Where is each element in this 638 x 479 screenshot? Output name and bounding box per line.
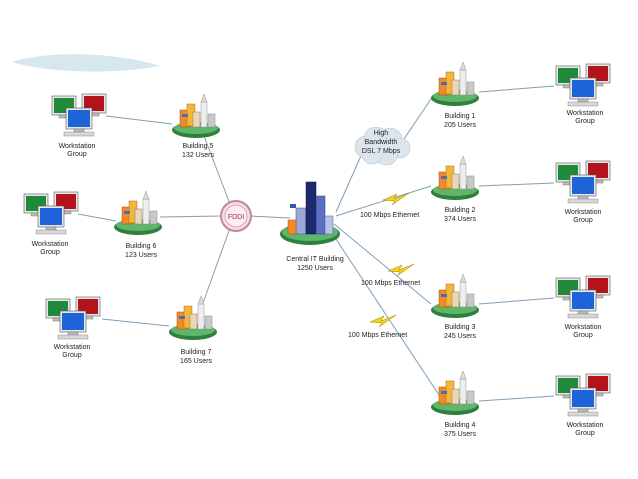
building-4-users: 375 Users	[444, 431, 476, 438]
ethernet-label-3: 100 Mbps Ethernet	[348, 332, 408, 339]
cloud-label-line1: High	[373, 130, 389, 137]
workstation-icon-r2	[555, 160, 611, 204]
building-6-name: Building 6	[125, 243, 157, 250]
central-it-building-icon	[280, 181, 340, 245]
workstation-icon-r1	[555, 63, 611, 107]
central-building-name: Central IT Building	[286, 256, 344, 263]
workstation-label-ml: Workstation Group	[31, 241, 69, 256]
link-center-b3	[333, 223, 432, 305]
cloud-label-line2: Bandwidth	[364, 139, 398, 146]
workstation-icon-r4	[555, 373, 611, 417]
building-2-users: 374 Users	[444, 216, 476, 223]
workstation-icon-bl	[45, 296, 101, 340]
building-4-name: Building 4	[444, 422, 476, 429]
link-center-b4	[329, 229, 440, 396]
network-links	[77, 85, 555, 402]
header-swoosh	[12, 54, 160, 72]
workstation-icon-ml	[23, 191, 79, 235]
dsl-cloud-icon	[354, 126, 411, 166]
building-7-users: 165 Users	[180, 358, 212, 365]
workstation-label-tl: Workstation Group	[58, 143, 96, 158]
link-fddi-center	[249, 215, 291, 219]
link-wml-b6	[77, 213, 117, 222]
building-3-name: Building 3	[444, 324, 476, 331]
workstation-label-r1: Workstation Group	[566, 110, 604, 125]
link-wbl-b7	[101, 318, 170, 327]
ethernet-label-1: 100 Mbps Ethernet	[360, 212, 420, 219]
link-b6-fddi	[159, 215, 223, 218]
workstation-label-r3: Workstation Group	[564, 324, 602, 339]
building-6-users: 123 Users	[125, 252, 157, 259]
building-icon-b5	[172, 93, 220, 138]
lightning-bolt-icon-3	[369, 314, 397, 328]
lightning-bolt-icon-1	[382, 192, 410, 206]
link-center-b2	[335, 185, 432, 217]
workstation-label-r4: Workstation Group	[566, 422, 604, 437]
workstation-label-r2: Workstation Group	[564, 209, 602, 224]
building-2-name: Building 2	[444, 207, 476, 214]
building-icon-b7	[169, 295, 217, 340]
link-b5-fddi	[203, 135, 231, 205]
building-1-name: Building 1	[444, 113, 476, 120]
building-7-name: Building 7	[180, 349, 212, 356]
building-icon-b1	[431, 61, 479, 106]
link-center-cloud	[335, 148, 365, 213]
workstation-icon-tl	[51, 93, 107, 137]
lightning-bolt-icon-2	[387, 263, 415, 277]
building-icon-b3	[431, 273, 479, 318]
cloud-label-line3: DSL 7 Mbps	[361, 148, 401, 155]
fddi-label: FDDI	[228, 214, 244, 221]
building-icon-b6	[114, 190, 162, 235]
link-b3-wr3	[478, 297, 555, 305]
building-icon-b4	[431, 370, 479, 415]
central-building-users: 1250 Users	[297, 265, 333, 272]
network-nodes: FDDI	[23, 61, 611, 417]
link-wtl-b5	[105, 115, 173, 125]
building-3-users: 245 Users	[444, 333, 476, 340]
link-b1-wr1	[478, 85, 555, 93]
fddi-ring-icon: FDDI	[220, 200, 252, 232]
link-cloud-b1	[403, 95, 434, 140]
workstation-icon-r3	[555, 275, 611, 319]
building-1-users: 205 Users	[444, 122, 476, 129]
workstation-label-bl: Workstation Group	[53, 344, 91, 359]
building-5-name: Building 5	[182, 143, 214, 150]
link-b7-fddi	[198, 227, 231, 315]
ethernet-label-2: 100 Mbps Ethernet	[361, 280, 421, 287]
building-5-users: 132 Users	[182, 152, 214, 159]
link-b4-wr4	[478, 395, 555, 402]
link-b2-wr2	[478, 182, 555, 187]
building-icon-b2	[431, 155, 479, 200]
